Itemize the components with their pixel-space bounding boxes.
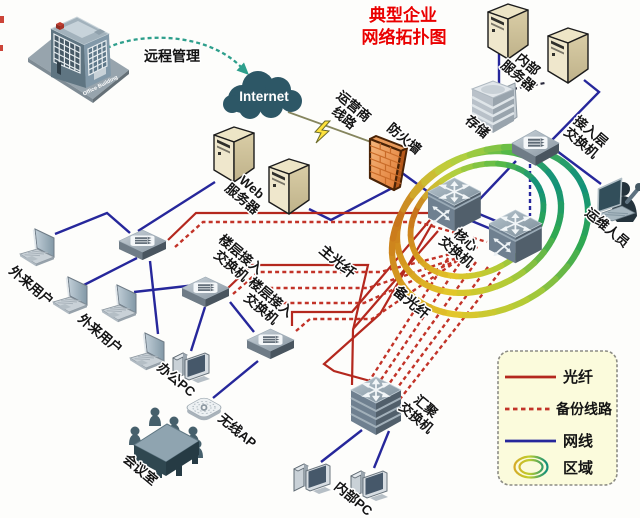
svg-text:网络拓扑图: 网络拓扑图 (362, 27, 447, 47)
svg-text:区域: 区域 (563, 459, 593, 477)
svg-text:备份线路: 备份线路 (555, 401, 613, 417)
svg-text:网线: 网线 (563, 432, 593, 450)
svg-text:Internet: Internet (239, 89, 289, 104)
svg-text:典型企业: 典型企业 (369, 5, 437, 25)
svg-text:光纤: 光纤 (562, 368, 593, 386)
svg-text:远程管理: 远程管理 (144, 48, 200, 64)
